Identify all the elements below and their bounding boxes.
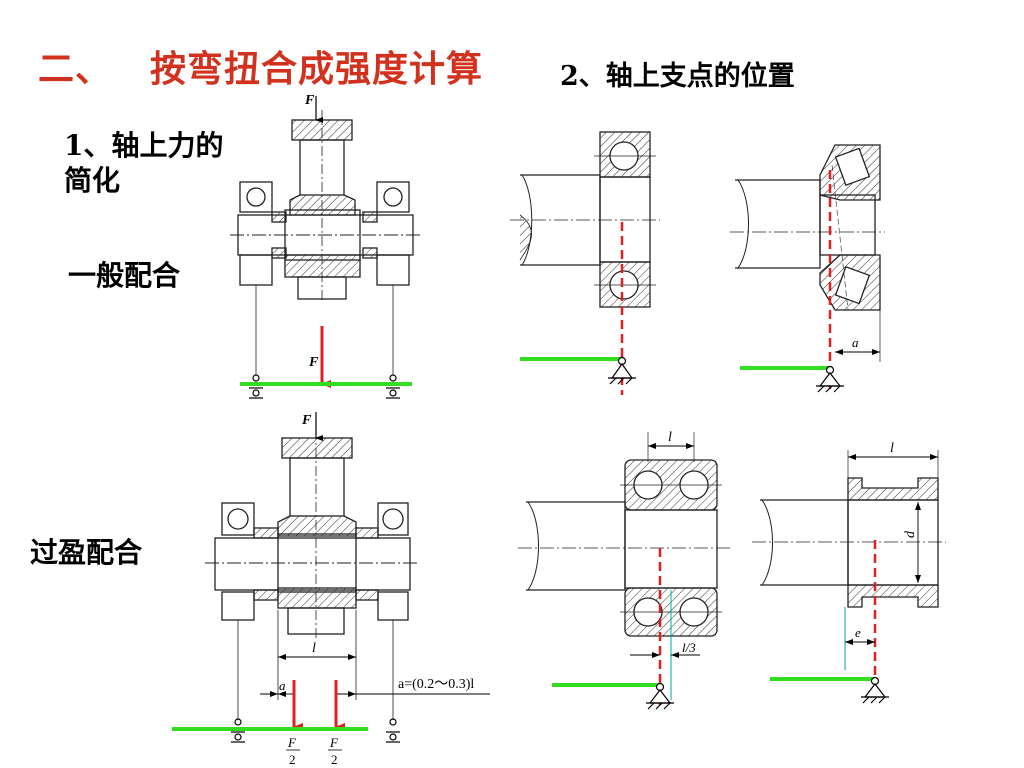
label-e: e <box>855 625 861 640</box>
label-F-top-1: F <box>304 93 315 108</box>
label-l3: l/3 <box>682 640 696 655</box>
double-bearing-diagram <box>518 432 730 637</box>
label-half-F-den-right: 2 <box>331 752 338 767</box>
support-symbols-interference <box>231 718 400 743</box>
label-half-F-den-left: 2 <box>289 752 296 767</box>
title-text: 按弯扭合成强度计算 <box>150 48 484 90</box>
label-d: d <box>903 530 918 538</box>
section-force-heading: 1、轴上力的简化 <box>64 129 224 197</box>
tapered-bearing-diagram <box>730 144 885 362</box>
label-l-left: l <box>312 641 316 656</box>
gear-assembly-interference <box>205 430 420 720</box>
label-a-tapered: a <box>852 335 859 350</box>
label-a-left: a <box>279 678 286 693</box>
ball-bearing-diagram <box>510 131 660 308</box>
pin-support-sliding <box>861 676 889 704</box>
label-l-sliding: l <box>890 441 894 456</box>
fit-general-label: 一般配合 <box>68 259 181 292</box>
support-symbols-general <box>249 374 400 399</box>
label-half-F-num-left: F <box>287 735 297 750</box>
pin-support-double <box>646 682 674 710</box>
page-title: 二、按弯扭合成强度计算 <box>38 40 483 92</box>
label-F-top-2: F <box>301 413 312 428</box>
fit-interference-label: 过盈配合 <box>30 536 143 569</box>
pin-support-ball <box>608 356 636 385</box>
gear-assembly-general <box>230 110 420 375</box>
section-support-heading: 2、轴上支点的位置 <box>560 61 795 92</box>
label-a-formula: a=(0.2～0.3)l <box>398 677 474 692</box>
label-l-double: l <box>668 430 672 445</box>
label-half-F-num-right: F <box>329 735 339 750</box>
title-number: 二、 <box>38 48 113 90</box>
label-F-beam-1: F <box>308 355 319 370</box>
sliding-bearing-diagram <box>752 450 946 670</box>
pin-support-tapered <box>816 365 844 393</box>
